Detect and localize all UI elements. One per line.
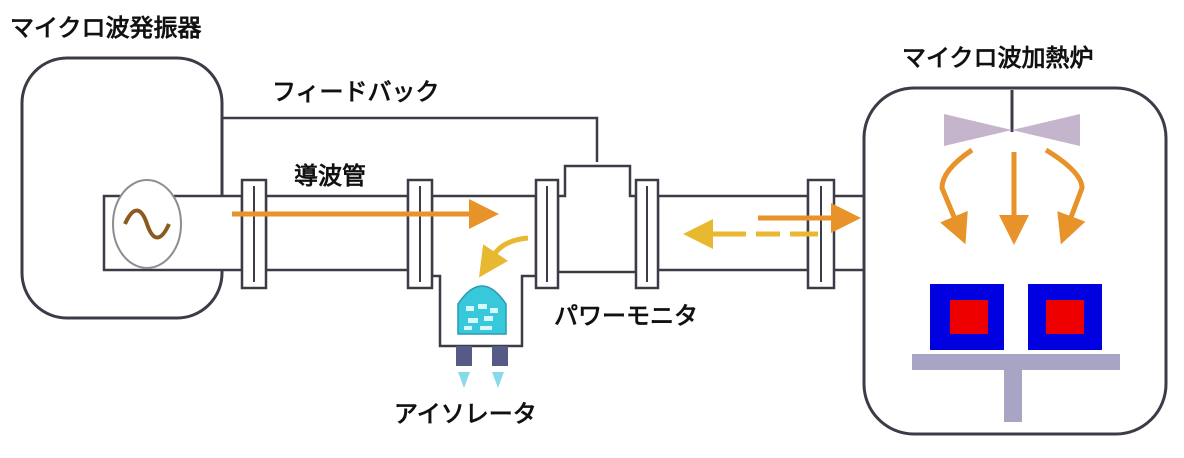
isolator <box>456 285 508 388</box>
power-monitor-label: パワーモニタ <box>554 302 698 330</box>
heating-arrow <box>1044 147 1086 245</box>
sample-left <box>930 284 1004 350</box>
isolator-terminal <box>492 346 508 366</box>
sine-wave-icon <box>112 179 182 269</box>
isolator-label: アイソレータ <box>394 400 537 428</box>
isolator-vent <box>458 372 470 388</box>
isolator-terminal <box>456 346 472 366</box>
reflected-wave-arrows <box>479 219 818 278</box>
flange-bolts <box>253 186 822 282</box>
waveguide-label: 導波管 <box>294 162 366 190</box>
feedback-label: フィードバック <box>272 78 440 106</box>
mode-stirrer-icon <box>944 90 1080 146</box>
heating-arrow <box>939 147 974 245</box>
microwave-generator <box>20 56 224 320</box>
forward-wave-arrows <box>232 147 1086 246</box>
turntable <box>912 354 1120 422</box>
reflected-arrow <box>479 235 529 278</box>
feedback-line <box>222 116 599 162</box>
generator-label: マイクロ波発振器 <box>10 14 203 42</box>
sample-right <box>1028 284 1102 350</box>
oven-label: マイクロ波加熱炉 <box>902 44 1094 72</box>
isolator-vent <box>492 372 504 388</box>
